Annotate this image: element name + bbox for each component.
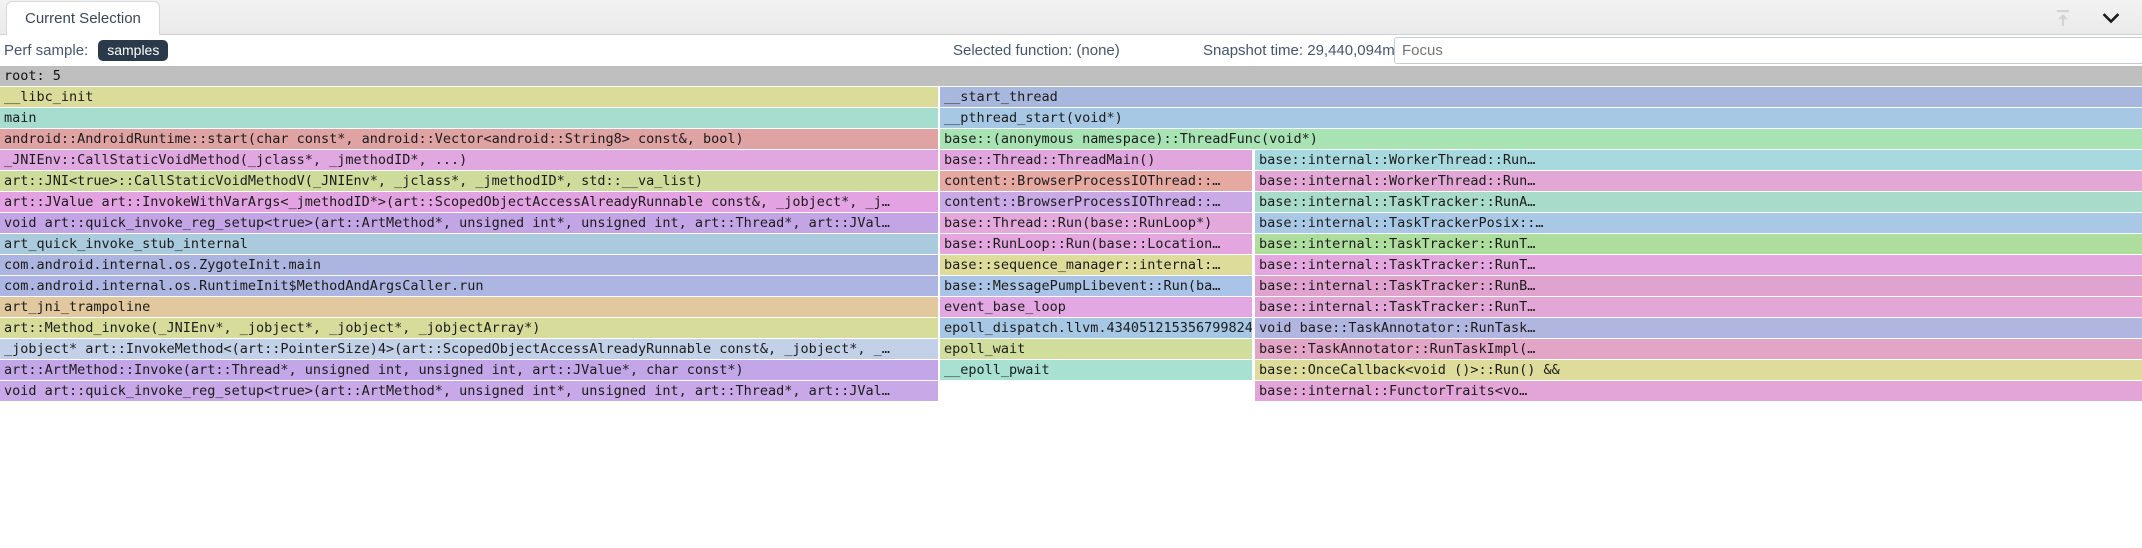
flamegraph-frame[interactable]: void base::TaskAnnotator::RunTask… <box>1255 318 2142 338</box>
flamegraph-frame[interactable]: base::TaskAnnotator::RunTaskImpl(… <box>1255 339 2142 359</box>
flamegraph-frame[interactable]: base::MessagePumpLibevent::Run(ba… <box>940 276 1252 296</box>
flamegraph-frame[interactable]: base::OnceCallback<void ()>::Run() && <box>1255 360 2142 380</box>
flamegraph-frame[interactable]: content::BrowserProcessIOThread::… <box>940 192 1252 212</box>
flamegraph-frame[interactable]: com.android.internal.os.ZygoteInit.main <box>0 255 938 275</box>
toolbar: Perf sample: samples Selected function: … <box>0 35 2142 66</box>
flamegraph-frame[interactable]: base::sequence_manager::internal:… <box>940 255 1252 275</box>
flamegraph-row: art::ArtMethod::Invoke(art::Thread*, uns… <box>0 360 2142 381</box>
focus-input[interactable] <box>1394 37 2142 64</box>
flamegraph-frame[interactable]: epoll_wait <box>940 339 1252 359</box>
flamegraph-frame[interactable]: base::internal::WorkerThread::Run… <box>1255 150 2142 170</box>
flamegraph-frame[interactable]: epoll_dispatch.llvm.434051215356799824 <box>940 318 1252 338</box>
flamegraph-frame[interactable]: base::internal::TaskTracker::RunT… <box>1255 234 2142 254</box>
flamegraph-frame <box>940 381 1252 401</box>
flamegraph-frame[interactable]: base::internal::TaskTracker::RunT… <box>1255 255 2142 275</box>
flamegraph-frame[interactable]: __pthread_start(void*) <box>940 108 2142 128</box>
flamegraph-frame[interactable]: __start_thread <box>940 87 2142 107</box>
flamegraph-frame[interactable]: base::(anonymous namespace)::ThreadFunc(… <box>940 129 2142 149</box>
perf-sample-group: Perf sample: samples <box>4 35 169 66</box>
flamegraph-row: android::AndroidRuntime::start(char cons… <box>0 129 2142 150</box>
flamegraph-row: art::JValue art::InvokeWithVarArgs<_jmet… <box>0 192 2142 213</box>
flamegraph-frame[interactable]: base::RunLoop::Run(base::Location… <box>940 234 1252 254</box>
focus-group <box>1394 35 2142 66</box>
tab-strip: Current Selection <box>0 0 2142 35</box>
tab-actions <box>2052 0 2134 35</box>
flamegraph-frame[interactable]: base::internal::FunctorTraits<vo… <box>1255 381 2142 401</box>
flamegraph-frame[interactable]: event_base_loop <box>940 297 1252 317</box>
perf-sample-label: Perf sample: <box>4 42 89 59</box>
flamegraph-frame[interactable]: __epoll_pwait <box>940 360 1252 380</box>
flamegraph-frame[interactable]: base::internal::TaskTracker::RunB… <box>1255 276 2142 296</box>
flamegraph-frame[interactable]: base::internal::TaskTrackerPosix::… <box>1255 213 2142 233</box>
chevron-down-icon[interactable] <box>2100 7 2122 29</box>
flamegraph-row: __libc_init__start_thread <box>0 87 2142 108</box>
flamegraph-frame[interactable]: content::BrowserProcessIOThread::… <box>940 171 1252 191</box>
flamegraph-row: com.android.internal.os.RuntimeInit$Meth… <box>0 276 2142 297</box>
tab-label: Current Selection <box>25 10 141 27</box>
flamegraph-frame[interactable]: _jobject* art::InvokeMethod<(art::Pointe… <box>0 339 938 359</box>
flamegraph-row: _JNIEnv::CallStaticVoidMethod(_jclass*, … <box>0 150 2142 171</box>
flamegraph-row: art::Method_invoke(_JNIEnv*, _jobject*, … <box>0 318 2142 339</box>
tab-current-selection[interactable]: Current Selection <box>6 1 160 35</box>
flamegraph-frame[interactable]: main <box>0 108 938 128</box>
flamegraph-frame[interactable]: base::Thread::ThreadMain() <box>940 150 1252 170</box>
flamegraph-frame[interactable]: art_jni_trampoline <box>0 297 938 317</box>
flamegraph-row: void art::quick_invoke_reg_setup<true>(a… <box>0 381 2142 402</box>
flamegraph-frame[interactable]: base::Thread::Run(base::RunLoop*) <box>940 213 1252 233</box>
perf-sample-chip[interactable]: samples <box>98 40 169 61</box>
flamegraph-frame[interactable]: art_quick_invoke_stub_internal <box>0 234 938 254</box>
flamegraph-row: root: 5 <box>0 66 2142 87</box>
flamegraph-frame[interactable]: void art::quick_invoke_reg_setup<true>(a… <box>0 213 938 233</box>
flamegraph-frame[interactable]: android::AndroidRuntime::start(char cons… <box>0 129 938 149</box>
collapse-to-top-icon[interactable] <box>2052 7 2074 29</box>
flamegraph-frame[interactable]: art::ArtMethod::Invoke(art::Thread*, uns… <box>0 360 938 380</box>
flamegraph-row: main__pthread_start(void*) <box>0 108 2142 129</box>
flamegraph-frame[interactable]: void art::quick_invoke_reg_setup<true>(a… <box>0 381 938 401</box>
flamegraph-frame[interactable]: base::internal::WorkerThread::Run… <box>1255 171 2142 191</box>
flamegraph-root-frame[interactable]: root: 5 <box>0 66 2142 86</box>
flamegraph-frame[interactable]: _JNIEnv::CallStaticVoidMethod(_jclass*, … <box>0 150 938 170</box>
flamegraph-frame[interactable]: art::JNI<true>::CallStaticVoidMethodV(_J… <box>0 171 938 191</box>
snapshot-time-label: Snapshot time: 29,440,094m 59s <box>1203 42 1424 59</box>
flamegraph-row: art::JNI<true>::CallStaticVoidMethodV(_J… <box>0 171 2142 192</box>
flamegraph-frame[interactable]: art::JValue art::InvokeWithVarArgs<_jmet… <box>0 192 938 212</box>
snapshot-time-group: Snapshot time: 29,440,094m 59s <box>1203 35 1423 66</box>
selected-function-label: Selected function: (none) <box>953 42 1120 59</box>
flamegraph-frame[interactable]: base::internal::TaskTracker::RunA… <box>1255 192 2142 212</box>
selected-function-group: Selected function: (none) <box>953 35 1120 66</box>
flamegraph-frame[interactable]: __libc_init <box>0 87 938 107</box>
flamegraph-frame[interactable]: art::Method_invoke(_JNIEnv*, _jobject*, … <box>0 318 938 338</box>
flamegraph-frame[interactable]: com.android.internal.os.RuntimeInit$Meth… <box>0 276 938 296</box>
flamegraph-row: void art::quick_invoke_reg_setup<true>(a… <box>0 213 2142 234</box>
flamegraph-row: _jobject* art::InvokeMethod<(art::Pointe… <box>0 339 2142 360</box>
flamegraph-frame[interactable]: base::internal::TaskTracker::RunT… <box>1255 297 2142 317</box>
